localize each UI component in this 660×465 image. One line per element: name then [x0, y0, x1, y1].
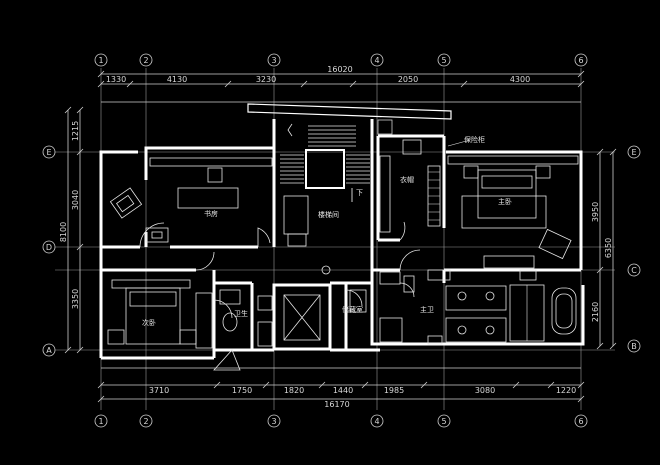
dim-bottom-2: 1750 — [232, 386, 252, 395]
bottom-dimensions: 3710 1750 1820 1440 1985 3080 1220 16170 — [97, 367, 585, 409]
dim-top-3: 3230 — [256, 75, 276, 84]
axis-1-bottom: 1 — [98, 417, 103, 426]
axis-5-top: 5 — [441, 56, 446, 65]
axis-D-left: D — [46, 243, 52, 252]
left-axis-bubbles: E D A — [42, 145, 56, 357]
room-label-second-bedroom: 次卧 — [142, 318, 156, 327]
dim-top-2: 4130 — [167, 75, 187, 84]
second-bedroom-furniture — [107, 279, 213, 349]
stair-direction-label: 下 — [356, 189, 363, 197]
dim-bottom-1: 3710 — [149, 386, 169, 395]
dim-left-total: 8100 — [59, 222, 68, 242]
axis-2-bottom: 2 — [143, 417, 148, 426]
dim-bottom-total: 16170 — [324, 400, 349, 409]
hall-misc — [283, 195, 367, 313]
axis-6-bottom: 6 — [578, 417, 583, 426]
dim-right-1: 3950 — [591, 202, 600, 222]
room-labels: 书房 楼梯间 衣帽 主卧 次卧 卫生 储藏室 主卫 保险柜 — [142, 135, 512, 327]
axis-2-top: 2 — [143, 56, 148, 65]
axis-6-top: 6 — [578, 56, 583, 65]
axis-E-right: E — [631, 148, 636, 157]
staircase: 下 — [280, 123, 370, 202]
dim-top-1: 1330 — [106, 75, 126, 84]
study-furniture — [109, 157, 273, 243]
room-label-master-bedroom: 主卧 — [498, 197, 512, 206]
top-axis-bubbles: 1 2 3 4 5 6 — [94, 53, 588, 67]
dim-left-3: 3350 — [71, 289, 80, 309]
master-bedroom-furniture — [447, 155, 579, 269]
axis-A-left: A — [46, 346, 52, 355]
axis-4-top: 4 — [374, 56, 379, 65]
room-label-closet: 衣帽 — [400, 175, 414, 184]
room-label-master-bath: 主卫 — [420, 305, 434, 314]
dim-bottom-3: 1820 — [284, 386, 304, 395]
dim-top-4: 2050 — [398, 75, 418, 84]
dim-bottom-7: 1220 — [556, 386, 576, 395]
axis-E-left: E — [46, 148, 51, 157]
master-bath-fixtures — [379, 269, 577, 345]
left-dimensions: 8100 1215 3040 3350 — [59, 106, 84, 354]
dim-bottom-4: 1440 — [333, 386, 353, 395]
dim-bottom-6: 3080 — [475, 386, 495, 395]
bottom-axis-bubbles: 1 2 3 4 5 6 — [94, 414, 588, 428]
room-label-storage: 储藏室 — [342, 305, 363, 314]
dim-top-5: 4300 — [510, 75, 530, 84]
axis-1-top: 1 — [98, 56, 103, 65]
axis-3-top: 3 — [271, 56, 276, 65]
dim-top-total: 16020 — [327, 65, 352, 74]
dim-right-total: 6350 — [604, 238, 613, 258]
right-dimensions: 3950 2160 6350 — [591, 148, 617, 350]
axis-4-bottom: 4 — [374, 417, 379, 426]
axis-C-right: C — [631, 266, 637, 275]
dim-right-2: 2160 — [591, 302, 600, 322]
bath-left-fixtures — [219, 289, 321, 347]
axis-3-bottom: 3 — [271, 417, 276, 426]
doors — [139, 221, 421, 371]
axis-5-bottom: 5 — [441, 417, 446, 426]
walls — [99, 103, 585, 360]
room-label-bath: 卫生 — [234, 309, 248, 318]
room-label-safe: 保险柜 — [464, 135, 485, 144]
closet-furniture — [379, 139, 471, 233]
axis-B-right: B — [631, 342, 637, 351]
room-label-stair-hall: 楼梯间 — [318, 210, 339, 219]
top-dimensions: 16020 1330 4130 3230 2050 4300 — [97, 65, 585, 103]
room-label-study: 书房 — [204, 209, 218, 218]
dim-left-2: 3040 — [71, 190, 80, 210]
dim-bottom-5: 1985 — [384, 386, 404, 395]
dim-left-1: 1215 — [71, 121, 80, 141]
right-axis-bubbles: E C B — [627, 145, 641, 353]
